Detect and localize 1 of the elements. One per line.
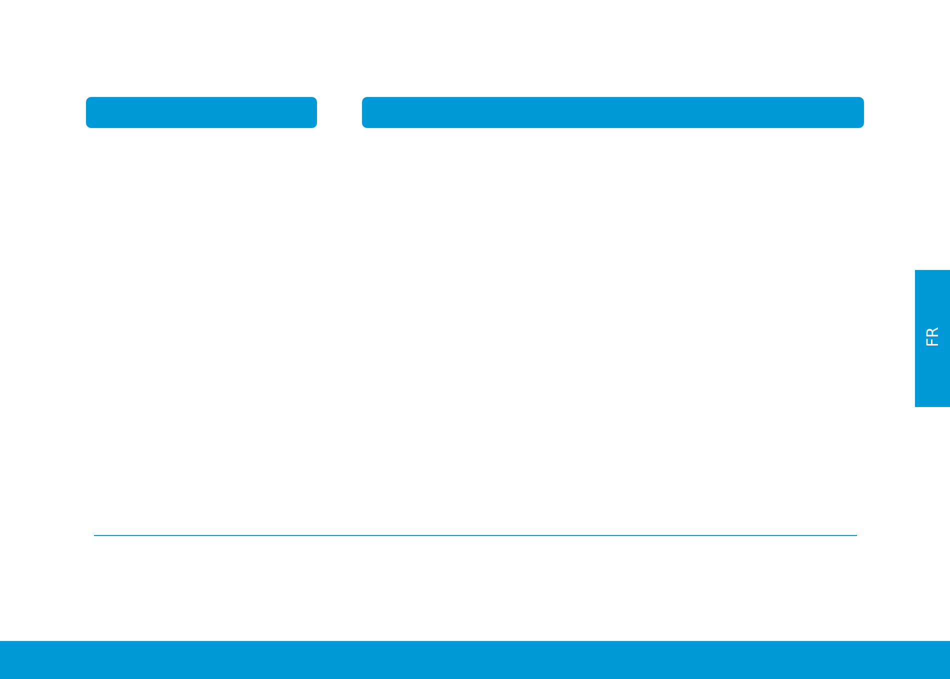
language-code: FR <box>922 326 943 348</box>
